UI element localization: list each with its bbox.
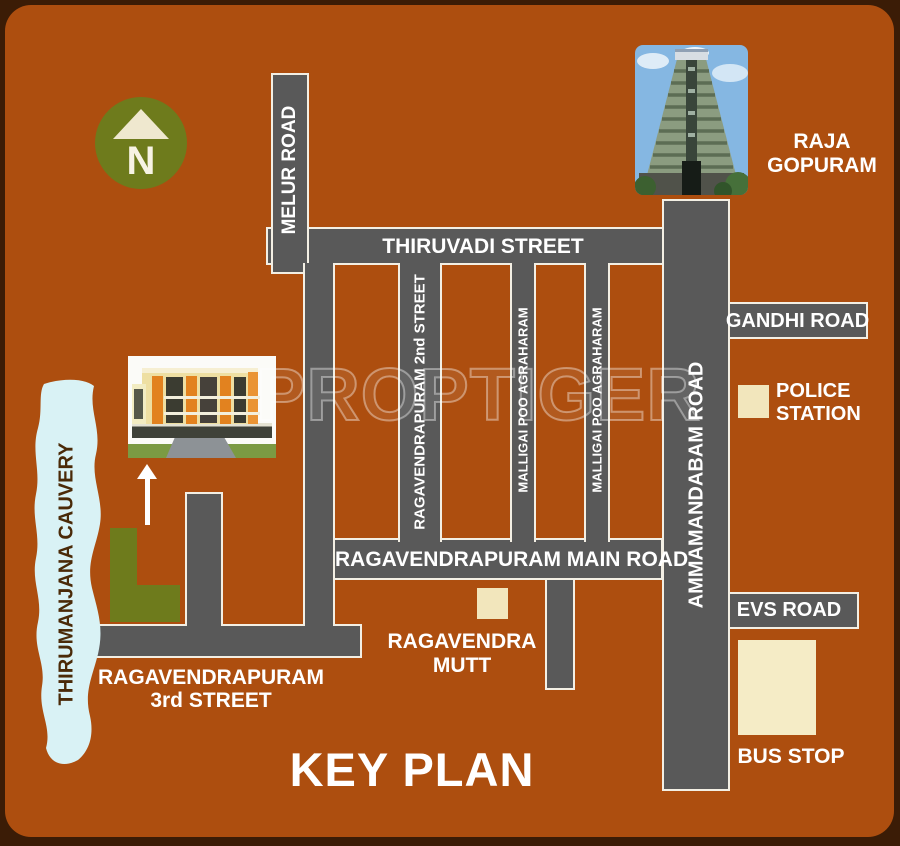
melur-road-label: MELUR ROAD: [279, 105, 300, 235]
road-gandhi: [728, 302, 868, 339]
road-ragavendrapuram-3rd-street: [95, 624, 362, 658]
river-shape: [34, 379, 101, 764]
raja-gopuram-line2: GOPURAM: [767, 154, 877, 178]
ragavendra-mutt-line2: MUTT: [432, 654, 492, 678]
police-station-label: POLICE STATION: [776, 380, 886, 426]
malligai-poo-agraharam-label-2: MALLIGAI POO AGRAHARAM: [589, 307, 605, 493]
thiruvadi-street-label: THIRUVADI STREET: [382, 235, 584, 258]
page-title: KEY PLAN: [289, 743, 535, 796]
bus-stop-label: BUS STOP: [737, 745, 845, 768]
police-station-marker: [738, 385, 769, 418]
north-label: N: [126, 139, 156, 183]
raja-gopuram-line1: RAJA: [793, 130, 851, 153]
road-ragavendrapuram-2nd-street: [398, 263, 442, 542]
road-malligai-poo-agraharam-1: [510, 263, 536, 542]
road-evs: [728, 592, 859, 629]
road-melur: [271, 73, 309, 274]
road-ammamandabam: [662, 199, 730, 791]
north-indicator: N: [95, 97, 187, 189]
ragavendrapuram-3rd-street-line2: 3rd STREET: [150, 689, 272, 713]
road-ragavendrapuram-main: [333, 538, 663, 580]
road-left-stub: [185, 492, 223, 626]
ragavendrapuram-main-road-label: RAGAVENDRAPURAM MAIN ROAD: [335, 548, 689, 571]
ragavendrapuram-3rd-street-line1: RAGAVENDRAPURAM: [98, 666, 324, 689]
road-cross-street: [303, 263, 335, 626]
ragavendra-mutt-line1: RAGAVENDRA: [387, 630, 537, 653]
ragavendra-mutt-marker: [477, 588, 508, 619]
site-arrow: [145, 478, 150, 525]
ragavendrapuram-2nd-street-label: RAGAVENDRAPURAM 2nd STREET: [411, 274, 429, 530]
north-arrow-icon: [113, 109, 169, 139]
gandhi-road-label: GANDHI ROAD: [725, 310, 870, 332]
road-malligai-poo-agraharam-2: [584, 263, 610, 542]
proptiger-watermark: PROPTIGER: [255, 352, 701, 437]
project-building-image: [128, 356, 276, 458]
road-thiruvadi-street: [266, 227, 728, 265]
river-label: THIRUMANJANA CAUVERY: [55, 442, 78, 706]
raja-gopuram-image: [635, 45, 748, 195]
bus-stop-marker: [738, 640, 816, 735]
evs-road-label: EVS ROAD: [736, 599, 842, 621]
site-arrow-head-icon: [137, 464, 157, 479]
site-plot-l-shape-base: [110, 585, 180, 622]
raja-gopuram-label: RAJA GOPURAM: [762, 130, 882, 178]
police-station-line2: STATION: [776, 403, 861, 425]
police-station-line1: POLICE: [776, 380, 851, 402]
ammamandabam-road-label: AMMAMANDABAM ROAD: [685, 361, 708, 609]
ragavendra-mutt-label: RAGAVENDRA MUTT: [387, 630, 537, 678]
malligai-poo-agraharam-label-1: MALLIGAI POO AGRAHARAM: [515, 307, 531, 493]
ragavendrapuram-3rd-street-label: RAGAVENDRAPURAM 3rd STREET: [86, 666, 336, 712]
road-south-stub: [545, 580, 575, 690]
